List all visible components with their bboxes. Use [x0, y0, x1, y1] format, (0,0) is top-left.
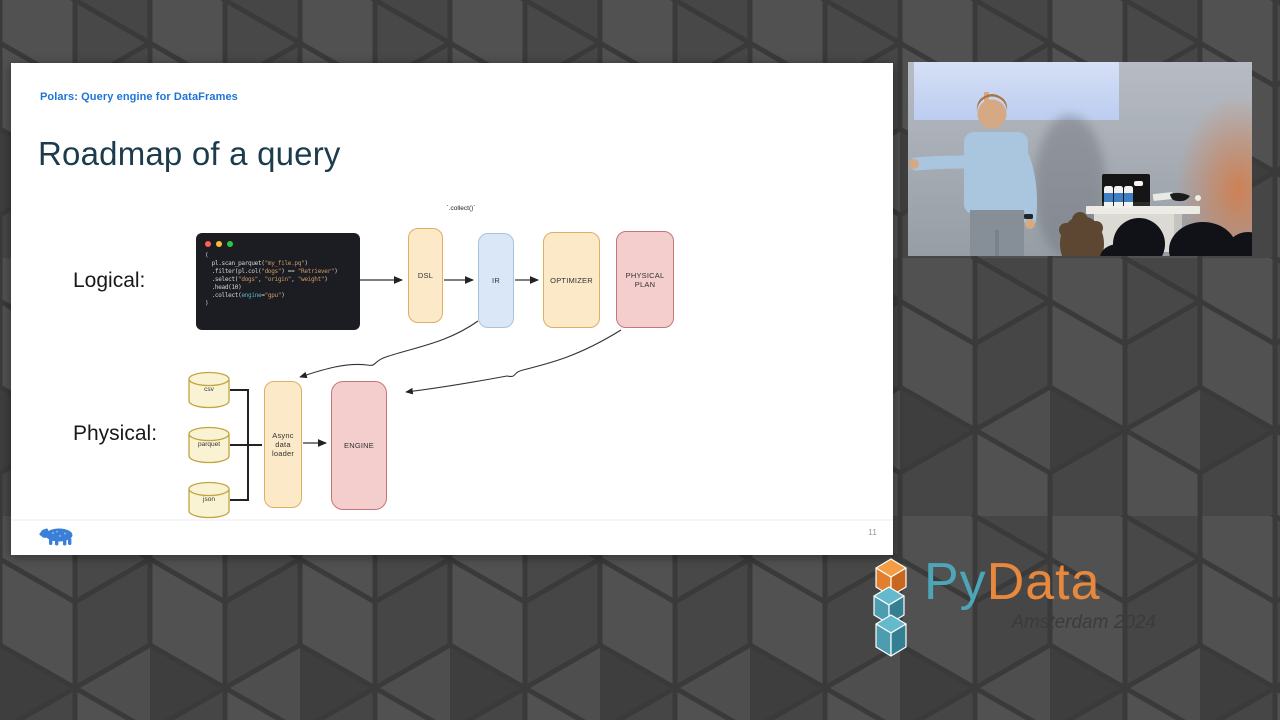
pydata-word-data: Data: [986, 553, 1101, 611]
pydata-subtitle: Amsterdam 2024: [1011, 612, 1156, 633]
polars-bear-logo-icon: [39, 528, 73, 546]
engine-box: ENGINE: [331, 381, 387, 510]
speaker-video-frame: [908, 62, 1280, 285]
csv-datasource-label: csv: [204, 386, 214, 393]
pydata-word-py: Py: [924, 553, 987, 611]
async-data-loader-box: Async data loader: [264, 381, 302, 508]
code-window: ( pl.scan_parquet("my_file.pq") .filter(…: [196, 233, 360, 330]
maximize-window-icon: [227, 241, 233, 247]
ir-box: IR: [478, 233, 514, 328]
logical-label: Logical:: [73, 269, 146, 292]
slide-header: Polars: Query engine for DataFrames: [40, 91, 238, 103]
optimizer-box: OPTIMIZER: [543, 232, 600, 328]
pydata-cubes-icon: [873, 558, 907, 657]
parquet-datasource-label: parquet: [197, 441, 221, 448]
presentation-slide: Polars: Query engine for DataFrames Road…: [11, 63, 893, 555]
physical-label: Physical:: [73, 422, 158, 445]
pydata-logo: PyData Amsterdam 2024: [862, 548, 1162, 658]
json-datasource-label: json: [203, 496, 215, 503]
pydata-wordmark: PyData: [924, 556, 1101, 608]
diagram-connectors: [11, 276, 893, 521]
window-controls: [205, 241, 351, 247]
slide-title: Roadmap of a query: [38, 135, 341, 172]
collect-annotation: `.collect()`: [446, 205, 476, 212]
speaker-video: [908, 62, 1280, 285]
dsl-box: DSL: [408, 228, 443, 323]
physical-plan-box: PHYSICAL PLAN: [616, 231, 674, 328]
minimize-window-icon: [216, 241, 222, 247]
page-number: 11: [868, 527, 877, 537]
polars-code-snippet: ( pl.scan_parquet("my_file.pq") .filter(…: [205, 252, 338, 307]
close-window-icon: [205, 241, 211, 247]
